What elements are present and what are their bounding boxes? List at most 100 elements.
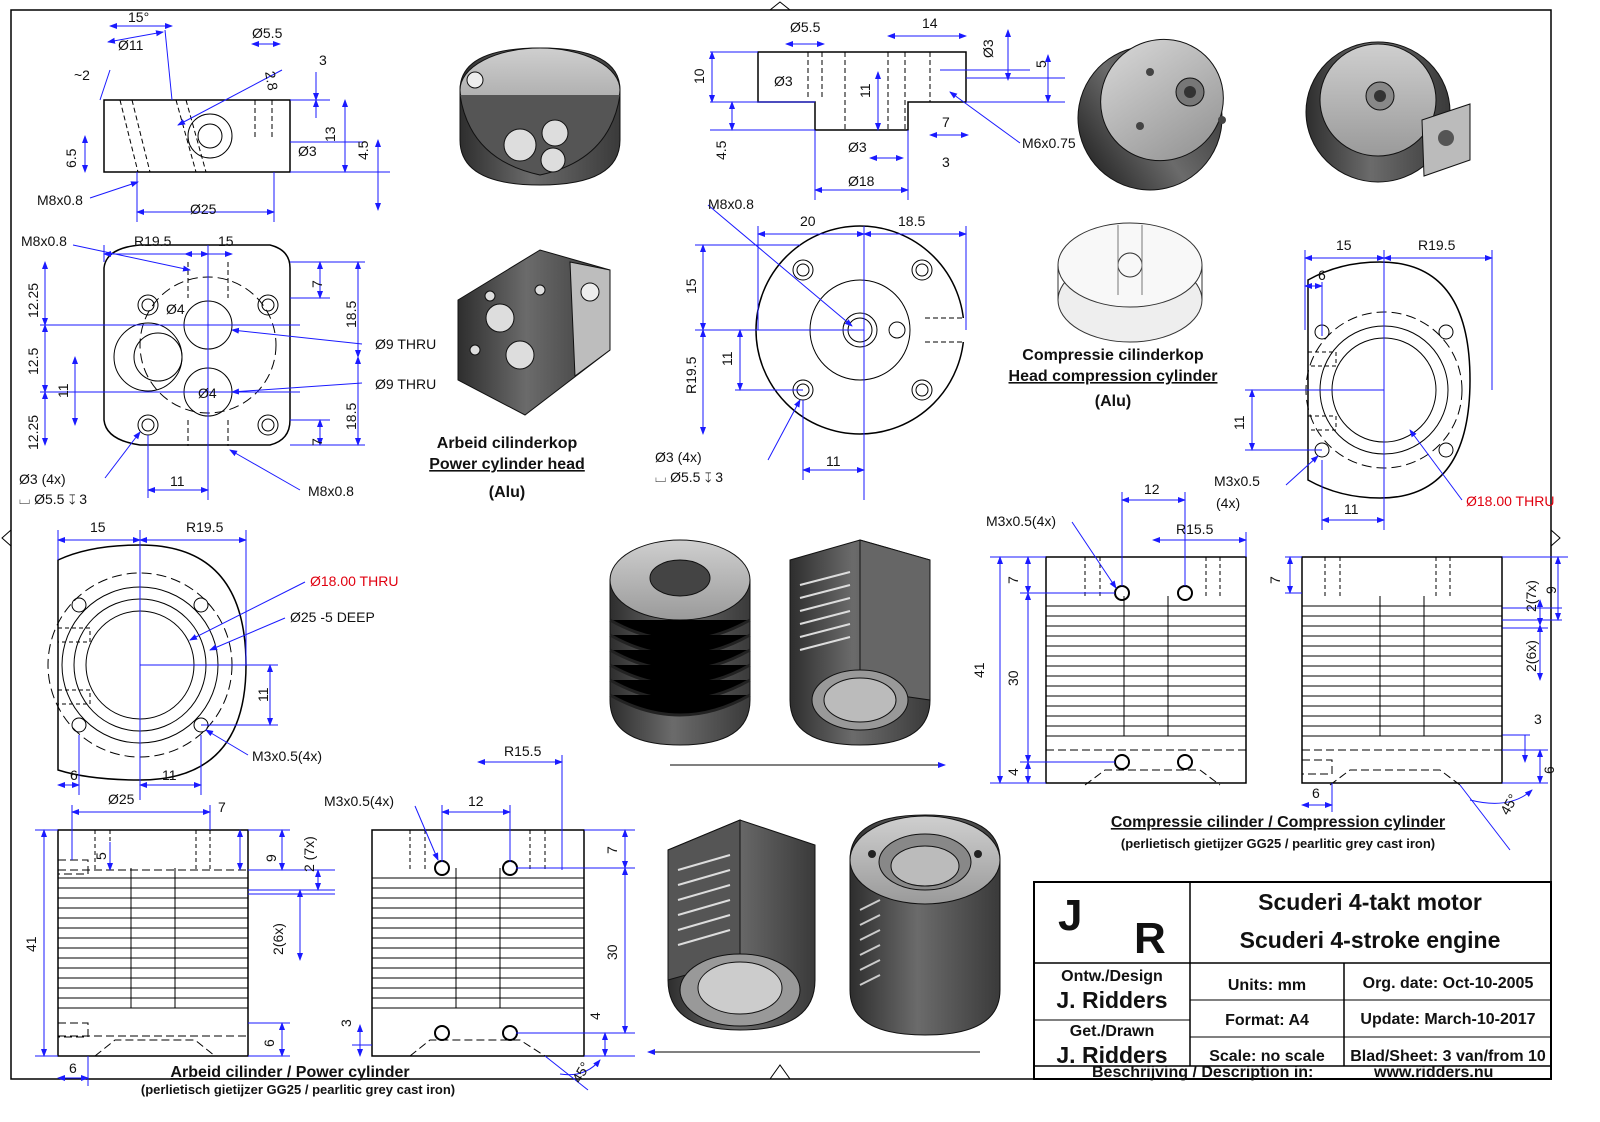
cooling-fin [1045,725,1247,737]
dim-15-ch: 15 [683,278,699,294]
compression-head-material: (Alu) [1095,393,1131,410]
dim-d18-thru-pc: Ø18.00 THRU [310,573,398,589]
cooling-fin [1045,705,1247,717]
dim-4-5: 4.5 [355,140,371,160]
title-block: J R Scuderi 4-takt motor Scuderi 4-strok… [1033,881,1552,1081]
power-cylinder-side-view-a: Ø25 7 5 9 2 (7x) 2(6x) 41 6 6 [23,791,335,1086]
dim-20: 20 [800,213,816,229]
dim-d3-4x: Ø3 (4x) [19,471,66,487]
dim-4-5-ch: 4.5 [713,140,729,160]
dim-r19-5-ch: R19.5 [683,356,699,394]
compression-head-front-view: Ø5.5 14 Ø3 10 Ø3 11 5 4.5 7 Ø3 3 Ø18 M6x… [691,15,1076,200]
cooling-fin [57,897,249,909]
power-head-material: (Alu) [489,484,525,501]
drawn-name: J. Ridders [1056,1042,1167,1068]
dim-2-6x-ccb: 2(6x) [1523,640,1539,672]
compression-head-iso-view-b [1305,41,1471,183]
dim-d3-bottom: Ø3 [848,139,867,155]
dim-cbore-ch: ⌴ Ø5.5 ↧ 3 [655,469,723,485]
compression-head-top-view: M8x0.8 20 18.5 15 R19.5 11 11 Ø3 (4x) ⌴ … [655,196,967,500]
sheet-border [10,9,1552,1080]
cooling-fin [1045,665,1247,677]
units: Units: mm [1228,977,1306,994]
cooling-fin [1301,685,1503,697]
logo-r: R [1134,914,1166,963]
dim-6-pc: 6 [70,767,78,783]
dim-angle-15: 15° [128,9,149,25]
cooling-fin [57,977,249,989]
dim-d25: Ø25 [190,201,217,217]
cooling-fin [1301,705,1503,717]
dim-d3-left: Ø3 [774,73,793,89]
dim-d3: Ø3 [298,143,317,159]
dim-d4b: Ø4 [198,385,217,401]
cooling-fin [371,917,585,929]
dim-5: 5 [1033,60,1049,68]
cooling-fin [371,957,585,969]
dim-11-cc-v: 11 [1231,415,1247,430]
cylinder-iso-view-2 [789,539,931,746]
dim-30-cca: 30 [1005,670,1021,686]
dim-6-ccb-h: 6 [1312,785,1320,801]
power-cylinder-side-view-b: R15.5 M3x0.5(4x) 12 7 30 3 4 45° [324,743,635,1091]
dim-11-bottom: 11 [170,473,185,489]
title-nl: Scuderi 4-takt motor [1258,889,1482,915]
centering-mark-top [769,1,791,11]
dim-r19-5: R19.5 [134,233,172,249]
description-label: Beschrijving / Description in: [1092,1064,1313,1081]
cooling-fin [57,877,249,889]
compression-head-caption-en: Head compression cylinder [1009,368,1218,385]
dim-13: 13 [322,126,338,142]
dim-12-25b: 12.25 [25,415,41,450]
design-name: J. Ridders [1056,987,1167,1013]
cooling-fin [371,977,585,989]
dim-7-ccb: 7 [1267,576,1283,584]
dim-6-cc: 6 [1318,267,1326,283]
dim-30-pcb: 30 [604,944,620,960]
power-head-top-view: M8x0.8 R19.5 15 12.25 12.5 12.25 11 Ø4 Ø… [19,233,436,507]
dim-r15-5-pcb: R15.5 [504,743,542,759]
compression-cylinder-material: (perlietisch gietijzer GG25 / pearlitic … [1121,836,1435,851]
dim-d3-top: Ø3 [980,39,996,58]
cylinder-iso-view-3 [667,819,816,1031]
dim-7-pcb: 7 [604,846,620,854]
dim-3: 3 [319,52,327,68]
dim-41-cca: 41 [971,662,987,678]
dim-d4a: Ø4 [166,301,185,317]
cooling-fin [1301,605,1503,617]
cooling-fin [57,957,249,969]
dim-d25-deep: Ø25 -5 DEEP [290,609,375,625]
dim-11-pc-v: 11 [255,687,271,702]
power-head-front-view: 15° Ø11 Ø5.5 ~2 2.8 3 13 4.5 6.5 Ø3 M8x0… [37,9,390,222]
dim-11-pc-h: 11 [162,767,177,783]
centering-mark-right [1550,529,1561,547]
dim-12-cca: 12 [1144,481,1160,497]
dim-11-cc-h: 11 [1344,501,1359,517]
compression-cylinder-caption: Compressie cilinder / Compression cylind… [1111,814,1445,831]
scale: Scale: no scale [1209,1048,1325,1065]
dim-6-ccb: 6 [1541,766,1557,774]
dim-6-pca-h: 6 [69,1060,77,1076]
dim-3-ccb: 3 [1534,711,1542,727]
dim-d9-thru-a: Ø9 THRU [375,336,436,352]
dim-4-pcb: 4 [587,1012,603,1020]
dim-7-pca: 7 [218,799,226,815]
cooling-fin [371,897,585,909]
dim-m3-cc: M3x0.5 [1214,473,1260,489]
cylinder-iso-view-1 [609,539,751,746]
power-head-iso-view-bottom [457,249,611,416]
dim-5-pca: 5 [93,852,109,860]
centering-mark-left [1,529,12,547]
cooling-fin [1045,625,1247,637]
compression-cylinder-side-view-b: 7 9 2(7x) 2(6x) 3 6 6 45° [1267,556,1568,851]
dim-d5-5: Ø5.5 [252,25,283,41]
cooling-fin [371,937,585,949]
description-url: www.ridders.nu [1373,1064,1493,1081]
sheet-number: Blad/Sheet: 3 van/from 10 [1350,1048,1546,1065]
cooling-fin [1301,725,1503,737]
dim-18-5-ch: 18.5 [898,213,925,229]
cooling-fin [1301,625,1503,637]
dim-45deg-pcb: 45° [569,1059,593,1085]
dim-d9-thru-b: Ø9 THRU [375,376,436,392]
dim-15-pc: 15 [90,519,106,535]
